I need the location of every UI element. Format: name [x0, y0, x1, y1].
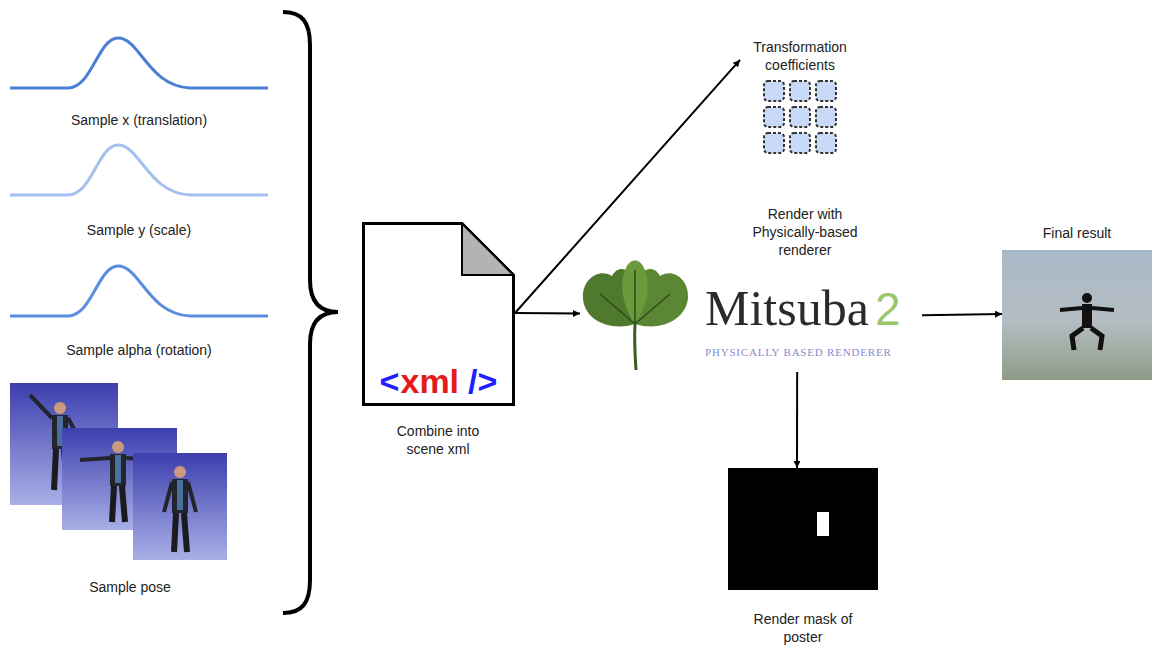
logo-row: Mitsuba2 — [705, 278, 901, 339]
sample-label: Sample pose — [30, 578, 230, 596]
renderer-node: Render with Physically-based rendererMit… — [580, 200, 922, 372]
mask-node: Render mask of poster — [728, 468, 878, 650]
gaussian-curve — [10, 266, 268, 316]
step-label: Final result — [1002, 224, 1152, 242]
sample-label: Sample alpha (rotation) — [19, 341, 259, 359]
flow-arrow — [922, 314, 1002, 315]
xml-bracket: /> — [468, 362, 497, 400]
gaussian-curve — [10, 38, 268, 88]
step-label: Render mask of poster — [748, 610, 858, 646]
matrix-icon — [761, 78, 843, 160]
render-image — [1002, 250, 1152, 380]
coefficients-node: Transformation coefficients — [740, 36, 860, 162]
final-result-node: Final result — [1002, 224, 1152, 382]
flow-arrow — [515, 312, 580, 314]
pose-thumbnail — [133, 453, 227, 560]
logo-version: 2 — [875, 279, 901, 339]
xml-word: xml — [400, 362, 459, 400]
step-label: Combine into scene xml — [378, 422, 498, 458]
mask-image — [728, 468, 878, 590]
step-label: Transformation coefficients — [740, 38, 860, 74]
xml-tag-row: <xml/> — [362, 362, 515, 400]
flow-arrow — [796, 372, 798, 468]
logo-wordmark: Mitsuba — [705, 278, 869, 338]
logo-subtitle: PHYSICALLY BASED RENDERER — [705, 343, 892, 361]
leaf-logo — [580, 254, 692, 372]
curly-brace — [283, 12, 338, 613]
step-label: Render with Physically-based renderer — [740, 205, 870, 259]
xml-bracket: < — [380, 362, 400, 400]
gaussian-curve — [10, 145, 268, 195]
sample-label: Sample x (translation) — [19, 111, 259, 129]
sample-label: Sample y (scale) — [19, 221, 259, 239]
xml-document: <xml/> Combine into scene xml — [362, 222, 515, 477]
